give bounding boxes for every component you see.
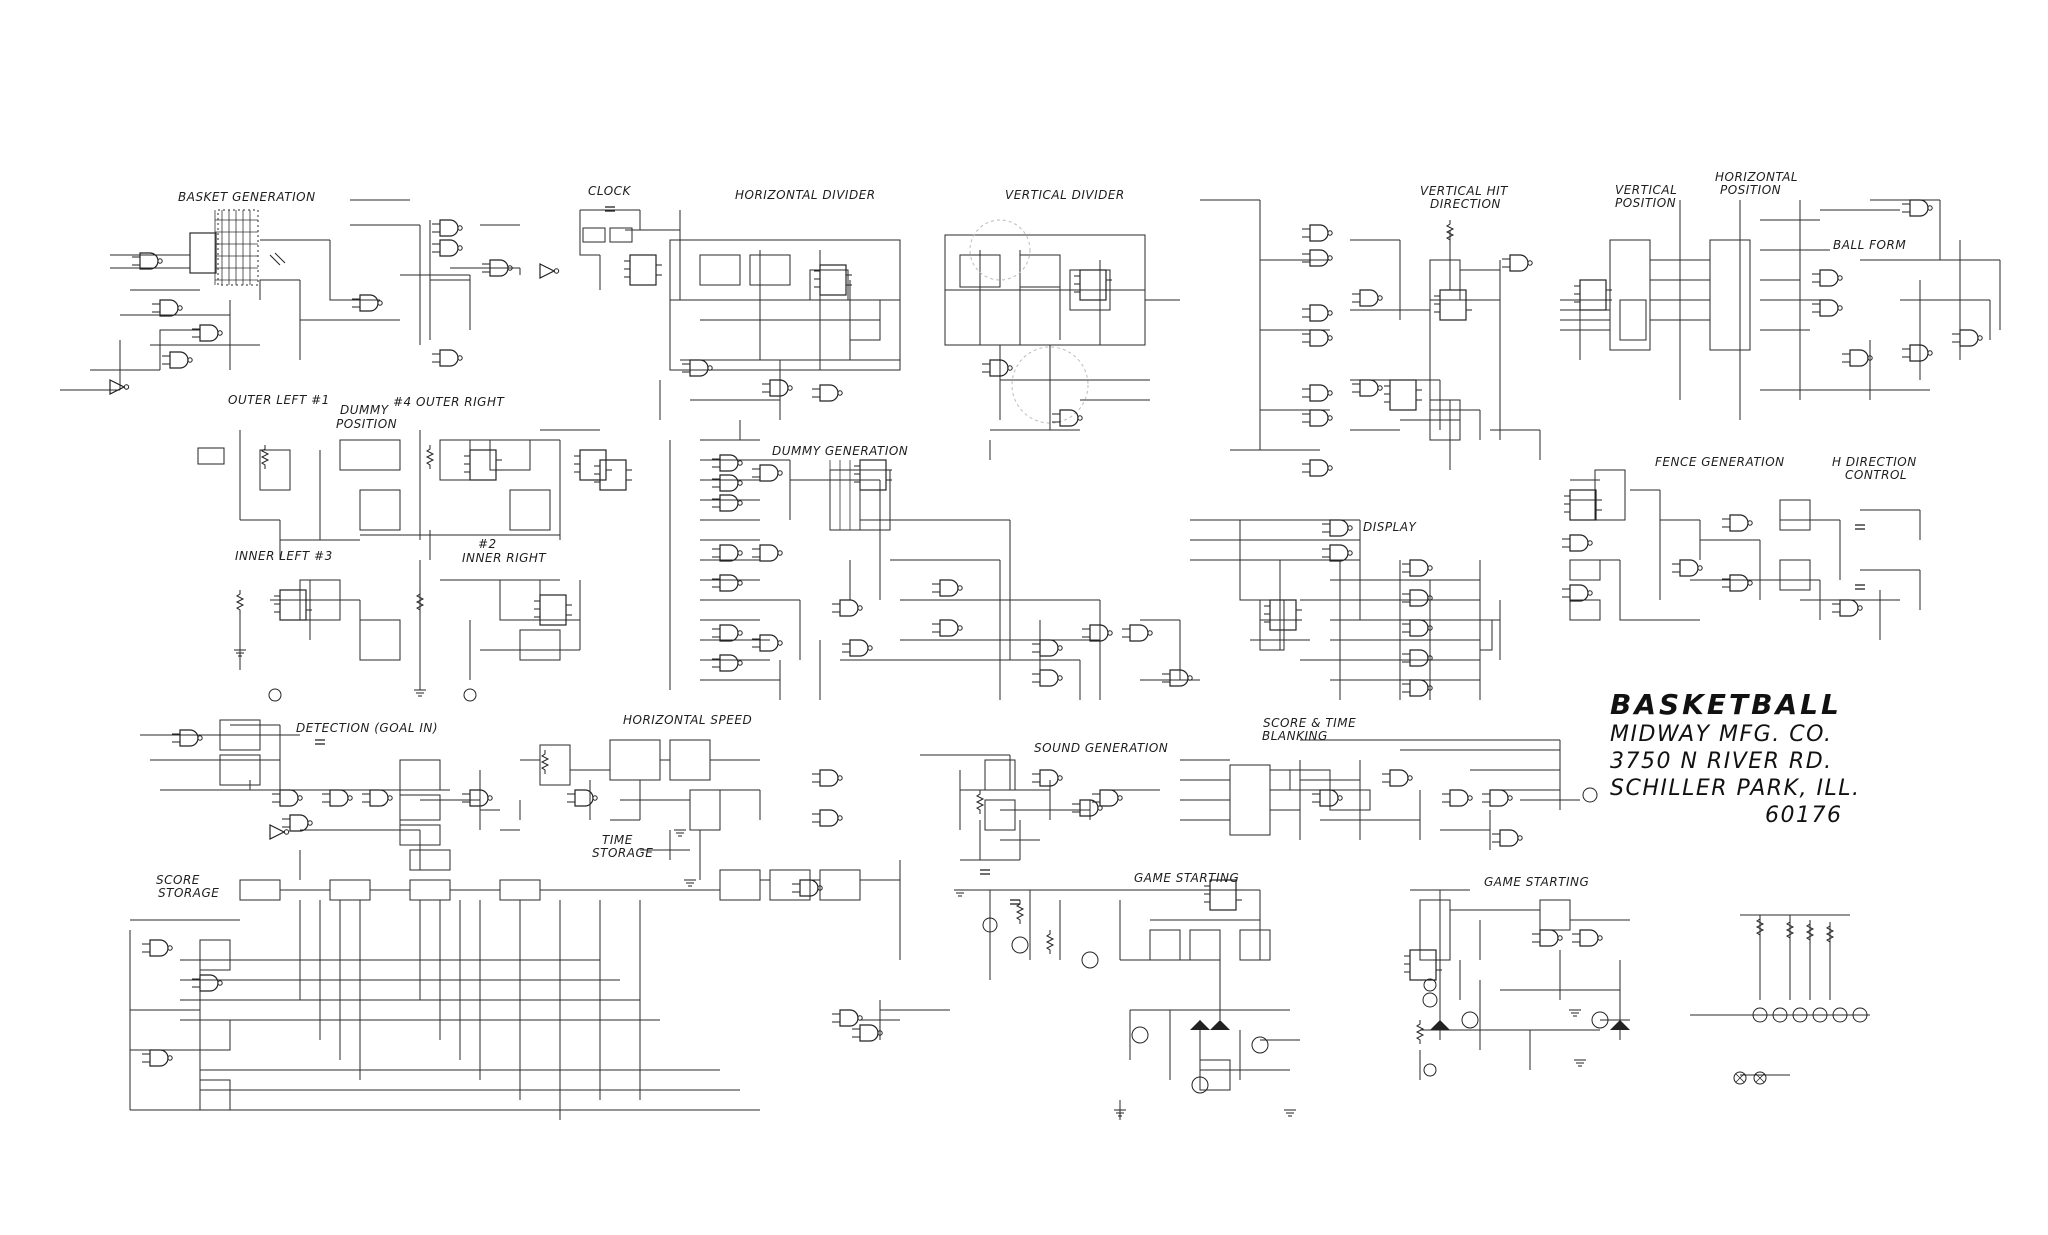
section-label-sound-generation: SOUND GENERATION (1034, 741, 1169, 755)
section-label-basket-generation: BASKET GENERATION (178, 190, 316, 204)
section-label-fence-generation: FENCE GENERATION (1655, 455, 1785, 469)
title-block: BASKETBALL MIDWAY MFG. CO. 3750 N RIVER … (1610, 688, 1860, 829)
vertical-hit-direction-block (1200, 199, 1541, 470)
section-label-vertical-position-1: VERTICAL (1615, 183, 1678, 197)
sound-generation-block (920, 754, 1160, 861)
section-label-score-storage-1: SCORE (156, 873, 200, 887)
horizontal-divider-block (659, 239, 901, 440)
score-storage-block (129, 860, 950, 1120)
section-label-dummy-position-1: DUMMY (340, 403, 389, 417)
section-label-time-storage-1: TIME (602, 833, 633, 847)
wiring (60, 199, 2001, 1120)
section-label-vertical-hit-1: VERTICAL HIT (1420, 184, 1508, 198)
section-label-vertical-position-2: POSITION (1615, 196, 1677, 210)
section-label-horizontal-speed: HORIZONTAL SPEED (623, 713, 753, 727)
section-label-vertical-divider: VERTICAL DIVIDER (1005, 188, 1125, 202)
section-label-score-storage-2: STORAGE (158, 886, 220, 900)
section-label-detection: DETECTION (GOAL IN) (296, 721, 439, 735)
section-label-vertical-hit-2: DIRECTION (1430, 197, 1501, 211)
clock-block (579, 209, 681, 300)
game-starting-2-block (1410, 889, 1630, 1080)
section-label-horizontal-position-1: HORIZONTAL (1715, 170, 1799, 184)
fence-generation-block (1569, 469, 1921, 640)
company-name: MIDWAY MFG. CO. (1610, 722, 1833, 747)
horizontal-speed-block (520, 739, 761, 880)
chips (273, 254, 1613, 981)
section-label-game-starting-2: GAME STARTING (1484, 875, 1590, 889)
power-block (1690, 914, 1870, 1076)
section-label-score-time-2: BLANKING (1262, 729, 1328, 743)
section-label-game-starting-1: GAME STARTING (1134, 871, 1240, 885)
section-label-ball-form: BALL FORM (1833, 238, 1907, 252)
section-label-h-direction-1: H DIRECTION (1832, 455, 1917, 469)
section-label-outer-left: OUTER LEFT #1 (228, 393, 330, 407)
score-time-blanking-block (1180, 739, 1580, 850)
section-label-outer-right: #4 OUTER RIGHT (393, 395, 505, 409)
company-zip: 60176 (1765, 803, 1843, 828)
section-label-inner-right-2: INNER RIGHT (462, 551, 547, 565)
section-label-h-direction-2: CONTROL (1845, 468, 1908, 482)
section-label-clock: CLOCK (588, 184, 631, 198)
section-label-display: DISPLAY (1363, 520, 1417, 534)
section-label-inner-right-1: #2 (478, 537, 497, 551)
company-city: SCHILLER PARK, ILL. (1610, 776, 1861, 801)
section-label-dummy-generation: DUMMY GENERATION (772, 444, 909, 458)
section-label-score-time-1: SCORE & TIME (1263, 716, 1357, 730)
schematic-title: BASKETBALL (1610, 688, 1842, 721)
section-label-dummy-position-2: POSITION (336, 417, 398, 431)
section-label-inner-left: INNER LEFT #3 (235, 549, 333, 563)
basket-generation-block (60, 199, 521, 391)
detection-block (140, 719, 521, 880)
passives (197, 206, 1868, 1117)
section-label-time-storage-2: STORAGE (592, 846, 654, 860)
game-starting-1-block (960, 889, 1300, 1120)
section-label-horizontal-divider: HORIZONTAL DIVIDER (735, 188, 876, 202)
grid-pattern (214, 210, 861, 530)
company-street: 3750 N RIVER RD. (1610, 749, 1833, 774)
position-block (1560, 199, 2001, 420)
dummy-generation-block (669, 439, 1200, 700)
section-label-horizontal-position-2: POSITION (1720, 183, 1782, 197)
vertical-divider-block (944, 219, 1180, 460)
